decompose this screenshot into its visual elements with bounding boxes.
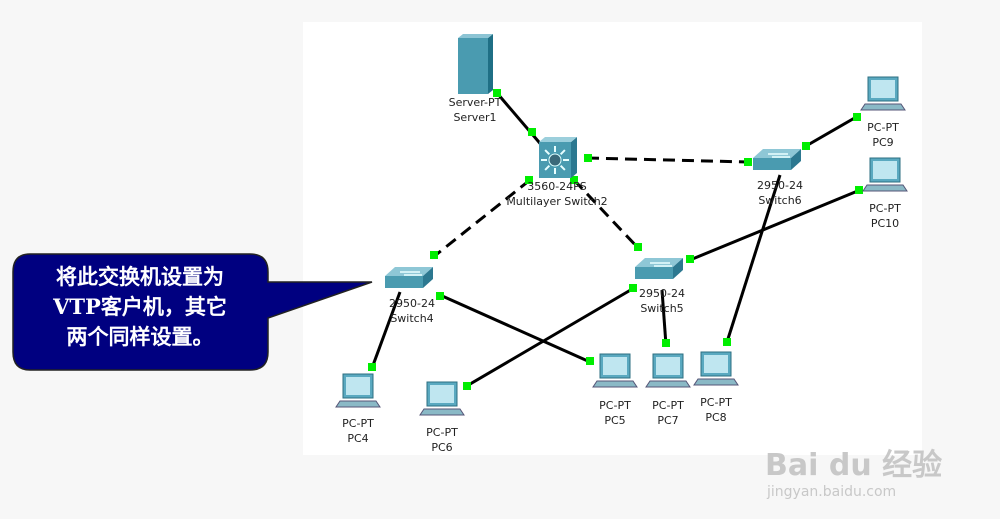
device-pc7[interactable]: PC-PT PC7 bbox=[645, 353, 691, 427]
device-mls2[interactable]: 3560-24PS Multilayer Switch2 bbox=[506, 137, 608, 208]
link-status-light bbox=[528, 128, 536, 136]
link-sw6-pc8[interactable] bbox=[725, 174, 782, 343]
link-sw5-pc10[interactable] bbox=[689, 188, 861, 262]
device-model-label: PC-PT bbox=[342, 417, 374, 430]
watermark-url: jingyan.baidu.com bbox=[767, 484, 897, 500]
watermark-brand: Bai du 经验 bbox=[765, 448, 943, 483]
device-name-label: PC10 bbox=[871, 217, 899, 230]
device-model-label: Server-PT bbox=[449, 96, 502, 109]
device-name-label: Switch5 bbox=[640, 302, 683, 315]
link-status-light bbox=[855, 186, 863, 194]
link-status-light bbox=[853, 113, 861, 121]
link-status-light bbox=[368, 363, 376, 371]
link-server1-mls2[interactable] bbox=[495, 92, 546, 149]
link-status-light bbox=[586, 357, 594, 365]
device-model-label: PC-PT bbox=[700, 396, 732, 409]
callout-line: VTP客户机，其它 bbox=[53, 294, 227, 319]
device-name-label: PC4 bbox=[347, 432, 368, 445]
device-name-label: PC9 bbox=[872, 136, 893, 149]
link-mls2-sw6[interactable] bbox=[586, 156, 749, 164]
baidu-watermark: Bai du 经验 jingyan.baidu.com bbox=[765, 440, 942, 500]
link-mls2-sw4[interactable] bbox=[431, 178, 531, 260]
server-icon bbox=[458, 38, 488, 94]
link-mls2-sw5[interactable] bbox=[572, 178, 642, 252]
device-pc6[interactable]: PC-PT PC6 bbox=[419, 381, 465, 454]
device-name-label: PC8 bbox=[705, 411, 726, 424]
device-pc5[interactable]: PC-PT PC5 bbox=[592, 353, 638, 427]
device-model-label: 2950-24 bbox=[757, 179, 803, 192]
device-pc8[interactable]: PC-PT PC8 bbox=[693, 351, 739, 424]
link-sw4-pc5[interactable] bbox=[439, 293, 591, 364]
link-status-light bbox=[463, 382, 471, 390]
link-status-light bbox=[686, 255, 694, 263]
device-server1[interactable]: Server-PT Server1 bbox=[449, 34, 502, 124]
link-status-light bbox=[436, 292, 444, 300]
link-status-light bbox=[584, 154, 592, 162]
callout-line: 两个同样设置。 bbox=[66, 324, 214, 349]
device-model-label: 2950-24 bbox=[389, 297, 435, 310]
device-name-label: Multilayer Switch2 bbox=[506, 195, 607, 208]
link-status-light bbox=[430, 251, 438, 259]
link-status-light bbox=[629, 284, 637, 292]
link-status-light bbox=[802, 142, 810, 150]
link-status-light bbox=[744, 158, 752, 166]
link-sw5-pc7[interactable] bbox=[660, 289, 668, 346]
device-model-label: PC-PT bbox=[426, 426, 458, 439]
callout-text: 将此交换机设置为 VTP客户机，其它 两个同样设置。 bbox=[20, 262, 260, 352]
device-pc10[interactable]: PC-PT PC10 bbox=[862, 157, 908, 230]
device-model-label: PC-PT bbox=[869, 202, 901, 215]
device-name-label: Server1 bbox=[453, 111, 496, 124]
link-status-light bbox=[723, 338, 731, 346]
device-model-label: PC-PT bbox=[599, 399, 631, 412]
device-model-label: 2950-24 bbox=[639, 287, 685, 300]
link-status-light bbox=[493, 89, 501, 97]
link-sw5-pc6[interactable] bbox=[464, 286, 635, 389]
device-model-label: PC-PT bbox=[867, 121, 899, 134]
link-sw6-pc9[interactable] bbox=[805, 114, 859, 148]
link-status-light bbox=[570, 176, 578, 184]
device-model-label: 3560-24PS bbox=[527, 180, 587, 193]
device-name-label: PC6 bbox=[431, 441, 452, 454]
device-name-label: Switch4 bbox=[390, 312, 433, 325]
device-model-label: PC-PT bbox=[652, 399, 684, 412]
device-name-label: Switch6 bbox=[758, 194, 801, 207]
device-pc9[interactable]: PC-PT PC9 bbox=[860, 76, 906, 149]
device-name-label: PC5 bbox=[604, 414, 625, 427]
link-status-light bbox=[634, 243, 642, 251]
callout-line: 将此交换机设置为 bbox=[56, 264, 224, 289]
link-status-light bbox=[525, 176, 533, 184]
device-pc4[interactable]: PC-PT PC4 bbox=[335, 373, 381, 445]
callout-bubble bbox=[12, 253, 373, 371]
device-name-label: PC7 bbox=[657, 414, 678, 427]
link-sw4-pc4[interactable] bbox=[370, 291, 402, 369]
link-status-light bbox=[662, 339, 670, 347]
